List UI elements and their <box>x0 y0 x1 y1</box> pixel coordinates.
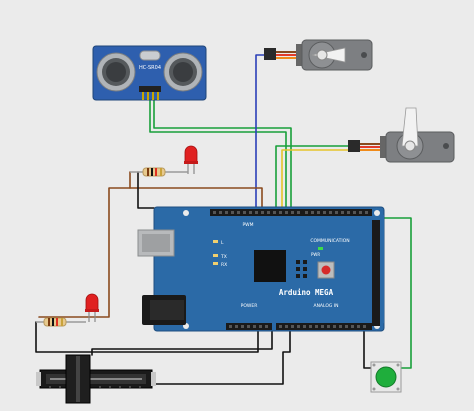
wire-led1-pin[interactable] <box>38 171 131 318</box>
wire-servo2-signal[interactable] <box>281 149 351 215</box>
digital-header-right <box>372 220 380 326</box>
led-1[interactable] <box>184 145 198 174</box>
arduino-mega-board[interactable]: PWM COMMUNICATION POWER ANALOG IN L TX R… <box>137 206 385 332</box>
microcontroller-chip <box>254 250 286 282</box>
power-led-label: PWR <box>311 252 320 257</box>
analog-in-label: ANALOG IN <box>313 303 338 309</box>
led-l-indicator <box>213 240 218 243</box>
led-tx-indicator <box>213 254 218 257</box>
wire-servo2-gnd[interactable] <box>275 145 351 215</box>
wire-led2-resistor[interactable] <box>35 321 259 353</box>
led-l-label: L <box>221 240 224 246</box>
slide-potentiometer[interactable] <box>36 354 156 404</box>
servo-motor-1[interactable] <box>264 39 373 71</box>
power-label: POWER <box>241 303 258 309</box>
push-button[interactable] <box>370 361 402 393</box>
power-jack <box>142 295 186 325</box>
servo-motor-2[interactable] <box>348 107 455 163</box>
ultrasonic-sensor[interactable]: HC-SR04 <box>92 45 207 101</box>
wire-led1-board[interactable] <box>129 187 263 215</box>
usb-connector <box>137 229 175 257</box>
board-name-label: Arduino MEGA <box>279 288 334 297</box>
led-2[interactable] <box>85 293 99 322</box>
resistor-1[interactable] <box>130 167 184 177</box>
wire-pot-signal[interactable] <box>151 329 291 385</box>
wire-led1-gnd[interactable] <box>137 171 155 209</box>
wire-sensor-trig[interactable] <box>149 99 287 215</box>
wire-button-signal[interactable] <box>381 217 412 369</box>
icsp-header <box>296 260 307 278</box>
pot-ticks <box>49 386 141 388</box>
wire-pot-gnd[interactable] <box>91 329 273 356</box>
led-rx-indicator <box>213 262 218 265</box>
wire-button-gnd[interactable] <box>363 329 372 369</box>
sensor-model-label: HC-SR04 <box>139 65 161 71</box>
led-tx-label: TX <box>220 254 227 260</box>
power-led <box>318 247 323 250</box>
pwm-label: PWM <box>242 222 253 228</box>
communication-label: COMMUNICATION <box>310 238 349 244</box>
resistor-2[interactable] <box>36 317 86 327</box>
reset-button[interactable] <box>317 261 335 279</box>
push-button-cap[interactable] <box>375 366 397 388</box>
header-pins <box>213 211 368 328</box>
wires <box>35 54 412 385</box>
wire-sensor-echo[interactable] <box>153 99 292 215</box>
led-rx-label: RX <box>221 262 227 268</box>
